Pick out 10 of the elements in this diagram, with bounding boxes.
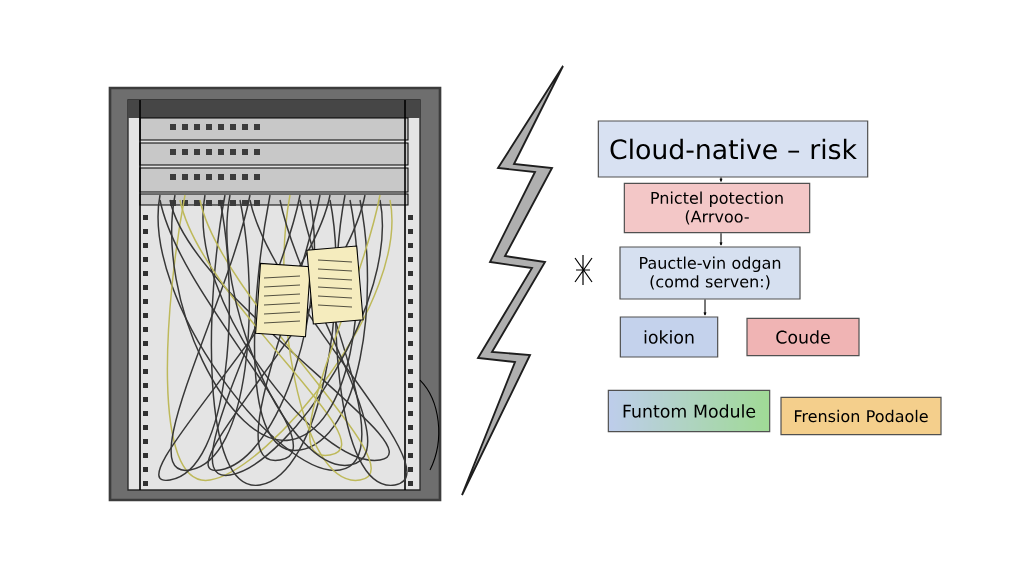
process-box: Pauctle-vin odgan (comd serven:) bbox=[619, 246, 801, 300]
arrow bbox=[703, 299, 707, 316]
arrow bbox=[719, 232, 723, 246]
process-box: Funtom Module bbox=[607, 389, 771, 433]
process-box: iokion bbox=[619, 316, 719, 358]
arrow bbox=[719, 177, 723, 182]
process-box: Cloud-native – risk bbox=[597, 120, 869, 178]
process-box: Pnictel potection (Arrvoo- bbox=[623, 182, 811, 234]
process-box: Frension Podaole bbox=[780, 396, 942, 436]
process-box: Coude bbox=[746, 317, 860, 357]
